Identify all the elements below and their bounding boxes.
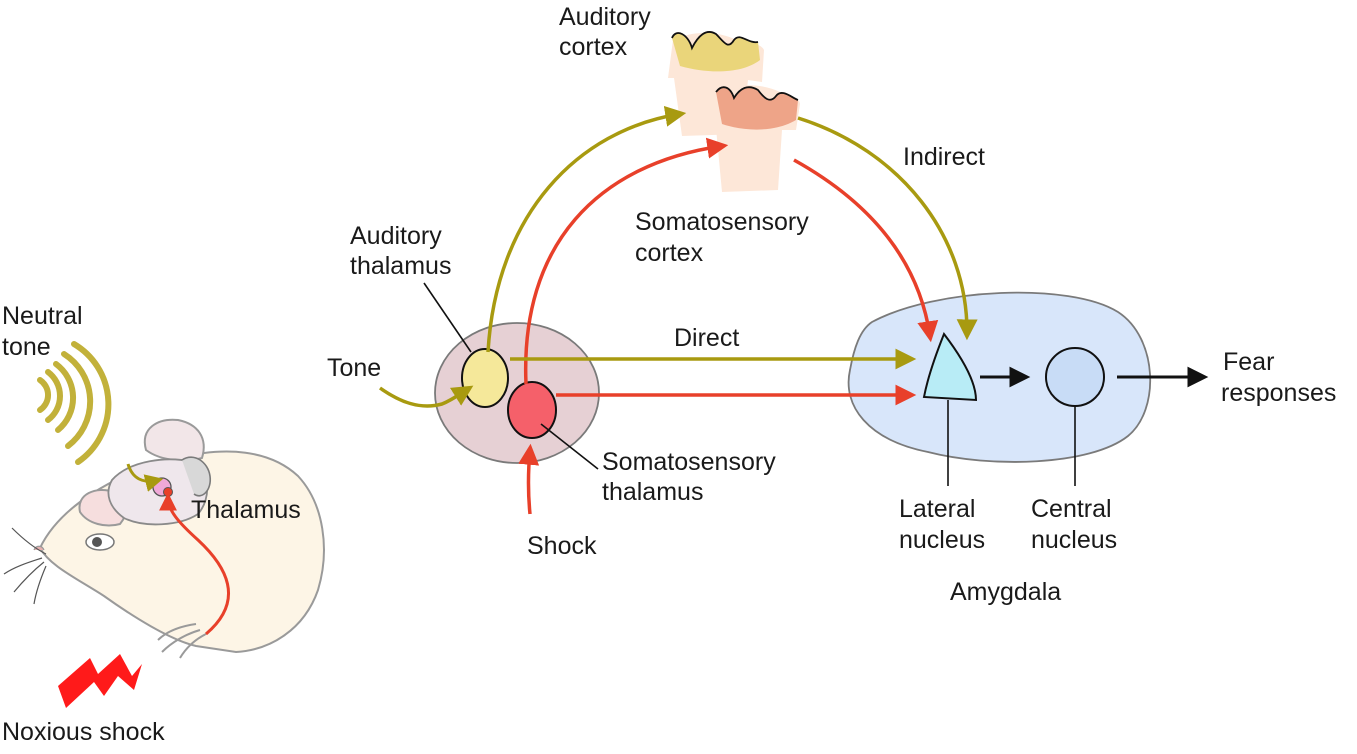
auditory-thalamus-nucleus xyxy=(461,348,509,408)
auditory-cortex-label: Auditory cortex xyxy=(559,3,658,61)
somatosensory-cortex-to-amygdala xyxy=(793,158,939,343)
rat-shock-pathway xyxy=(159,492,231,636)
amygdala-label: Amygdala xyxy=(950,578,1061,606)
tone-label: Tone xyxy=(327,354,381,382)
tone-input-arrow xyxy=(378,385,474,408)
shock-bolt-icon xyxy=(58,654,142,708)
noxious-shock-label: Noxious shock xyxy=(2,718,165,746)
fear-responses-label: Fear responses xyxy=(1221,348,1336,407)
auditory-cortex-to-amygdala-indirect xyxy=(797,116,978,341)
sound-waves-icon xyxy=(37,341,112,465)
rat-far-ear xyxy=(143,418,205,462)
leader-lines xyxy=(423,282,1076,486)
indirect-label: Indirect xyxy=(903,143,985,171)
tone-to-auditory-cortex xyxy=(486,105,687,353)
thalamus-label: Thalamus xyxy=(191,496,301,524)
rat-sound-arrow xyxy=(126,463,164,492)
lateral-nucleus-triangle xyxy=(922,331,978,402)
rat-whiskers xyxy=(3,527,47,605)
rat-cerebellum xyxy=(181,456,212,497)
lateral-nucleus-label: Lateral nucleus xyxy=(899,495,985,554)
somatosensory-thalamus-label: Somatosensory thalamus xyxy=(602,448,783,506)
central-nucleus-circle xyxy=(1045,347,1105,407)
direct-label: Direct xyxy=(674,324,739,352)
rat-front-paw xyxy=(157,623,207,659)
rat-illustration xyxy=(3,418,325,659)
somatosensory-thalamus-nucleus xyxy=(507,381,557,439)
neutral-tone-label: Neutral tone xyxy=(2,302,90,361)
rat-pupil xyxy=(92,537,102,547)
somatosensory-cortex-label: Somatosensory cortex xyxy=(635,208,816,267)
somatosensory-cortex-block xyxy=(708,85,800,192)
central-nucleus-label: Central nucleus xyxy=(1031,495,1119,554)
auditory-thalamus-label: Auditory thalamus xyxy=(350,222,451,280)
shock-to-somatosensory-cortex xyxy=(523,137,729,385)
shock-input-arrow xyxy=(518,443,540,515)
shock-label: Shock xyxy=(527,532,597,560)
